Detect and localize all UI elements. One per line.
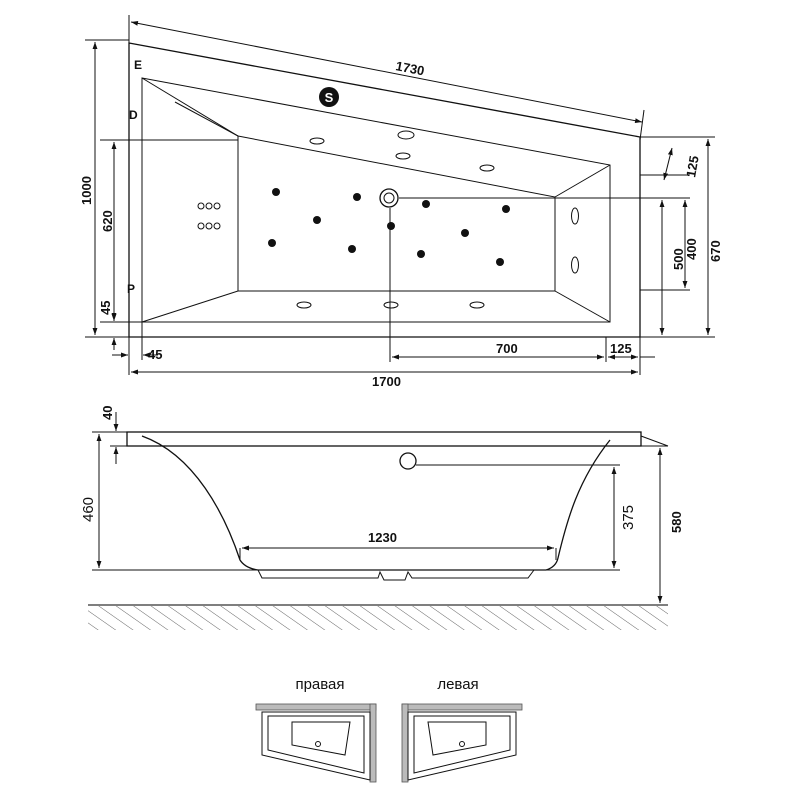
dim-670: 670 [708,240,723,262]
bevel-line [554,290,611,323]
tub-basin [237,135,556,292]
dim-460: 460 [80,497,97,522]
variants: правая левая [255,676,523,783]
jet-oval [571,256,579,274]
jet-oval [395,152,411,160]
dim-45-horizontal: 45 [148,347,162,362]
dim-700: 700 [496,341,518,356]
dim-45-vertical: 45 [98,301,113,315]
bevel-line [174,101,239,137]
dim-620: 620 [100,210,115,232]
floor-hatch [88,606,668,630]
dim-375: 375 [620,505,637,530]
dim-40: 40 [100,406,115,420]
bevel-line [554,164,611,198]
air-jets [268,188,510,266]
point-p: P [127,282,135,296]
dim-125-horizontal: 125 [610,341,632,356]
dim-1700: 1700 [372,374,401,389]
tub-body [141,435,611,571]
jet-oval [309,137,325,145]
tub-rim [126,431,642,447]
logo-letter: S [325,90,334,105]
drain-inner [383,192,395,204]
variant-right-label: правая [295,676,344,693]
side-view: 40 460 1230 375 580 [80,406,684,630]
drain-icon [379,188,399,208]
overflow-icon [399,452,417,470]
jet-oval [296,301,312,309]
jet-oval [383,301,399,309]
point-e: E [134,58,142,72]
jet-oval [571,207,579,225]
variant-right-diagram [255,703,377,783]
dim-400: 400 [684,238,699,260]
tub-feet [257,569,535,581]
dim-1730: 1730 [394,58,425,78]
variant-left-label: левая [437,676,478,693]
dim-1000: 1000 [79,176,94,205]
tub-inner-rim [141,77,611,323]
point-d: D [129,108,138,122]
variant-left-diagram [401,703,523,783]
control-buttons [197,202,221,230]
top-view: S E D P [79,15,723,389]
dim-500: 500 [671,248,686,270]
bevel-line [141,290,239,323]
dim-1230: 1230 [368,530,397,545]
dim-580: 580 [669,511,684,533]
dim-125-angled: 125 [683,155,702,179]
jet-oval [469,301,485,309]
jet-oval [479,164,495,172]
jet-oval [397,130,415,140]
